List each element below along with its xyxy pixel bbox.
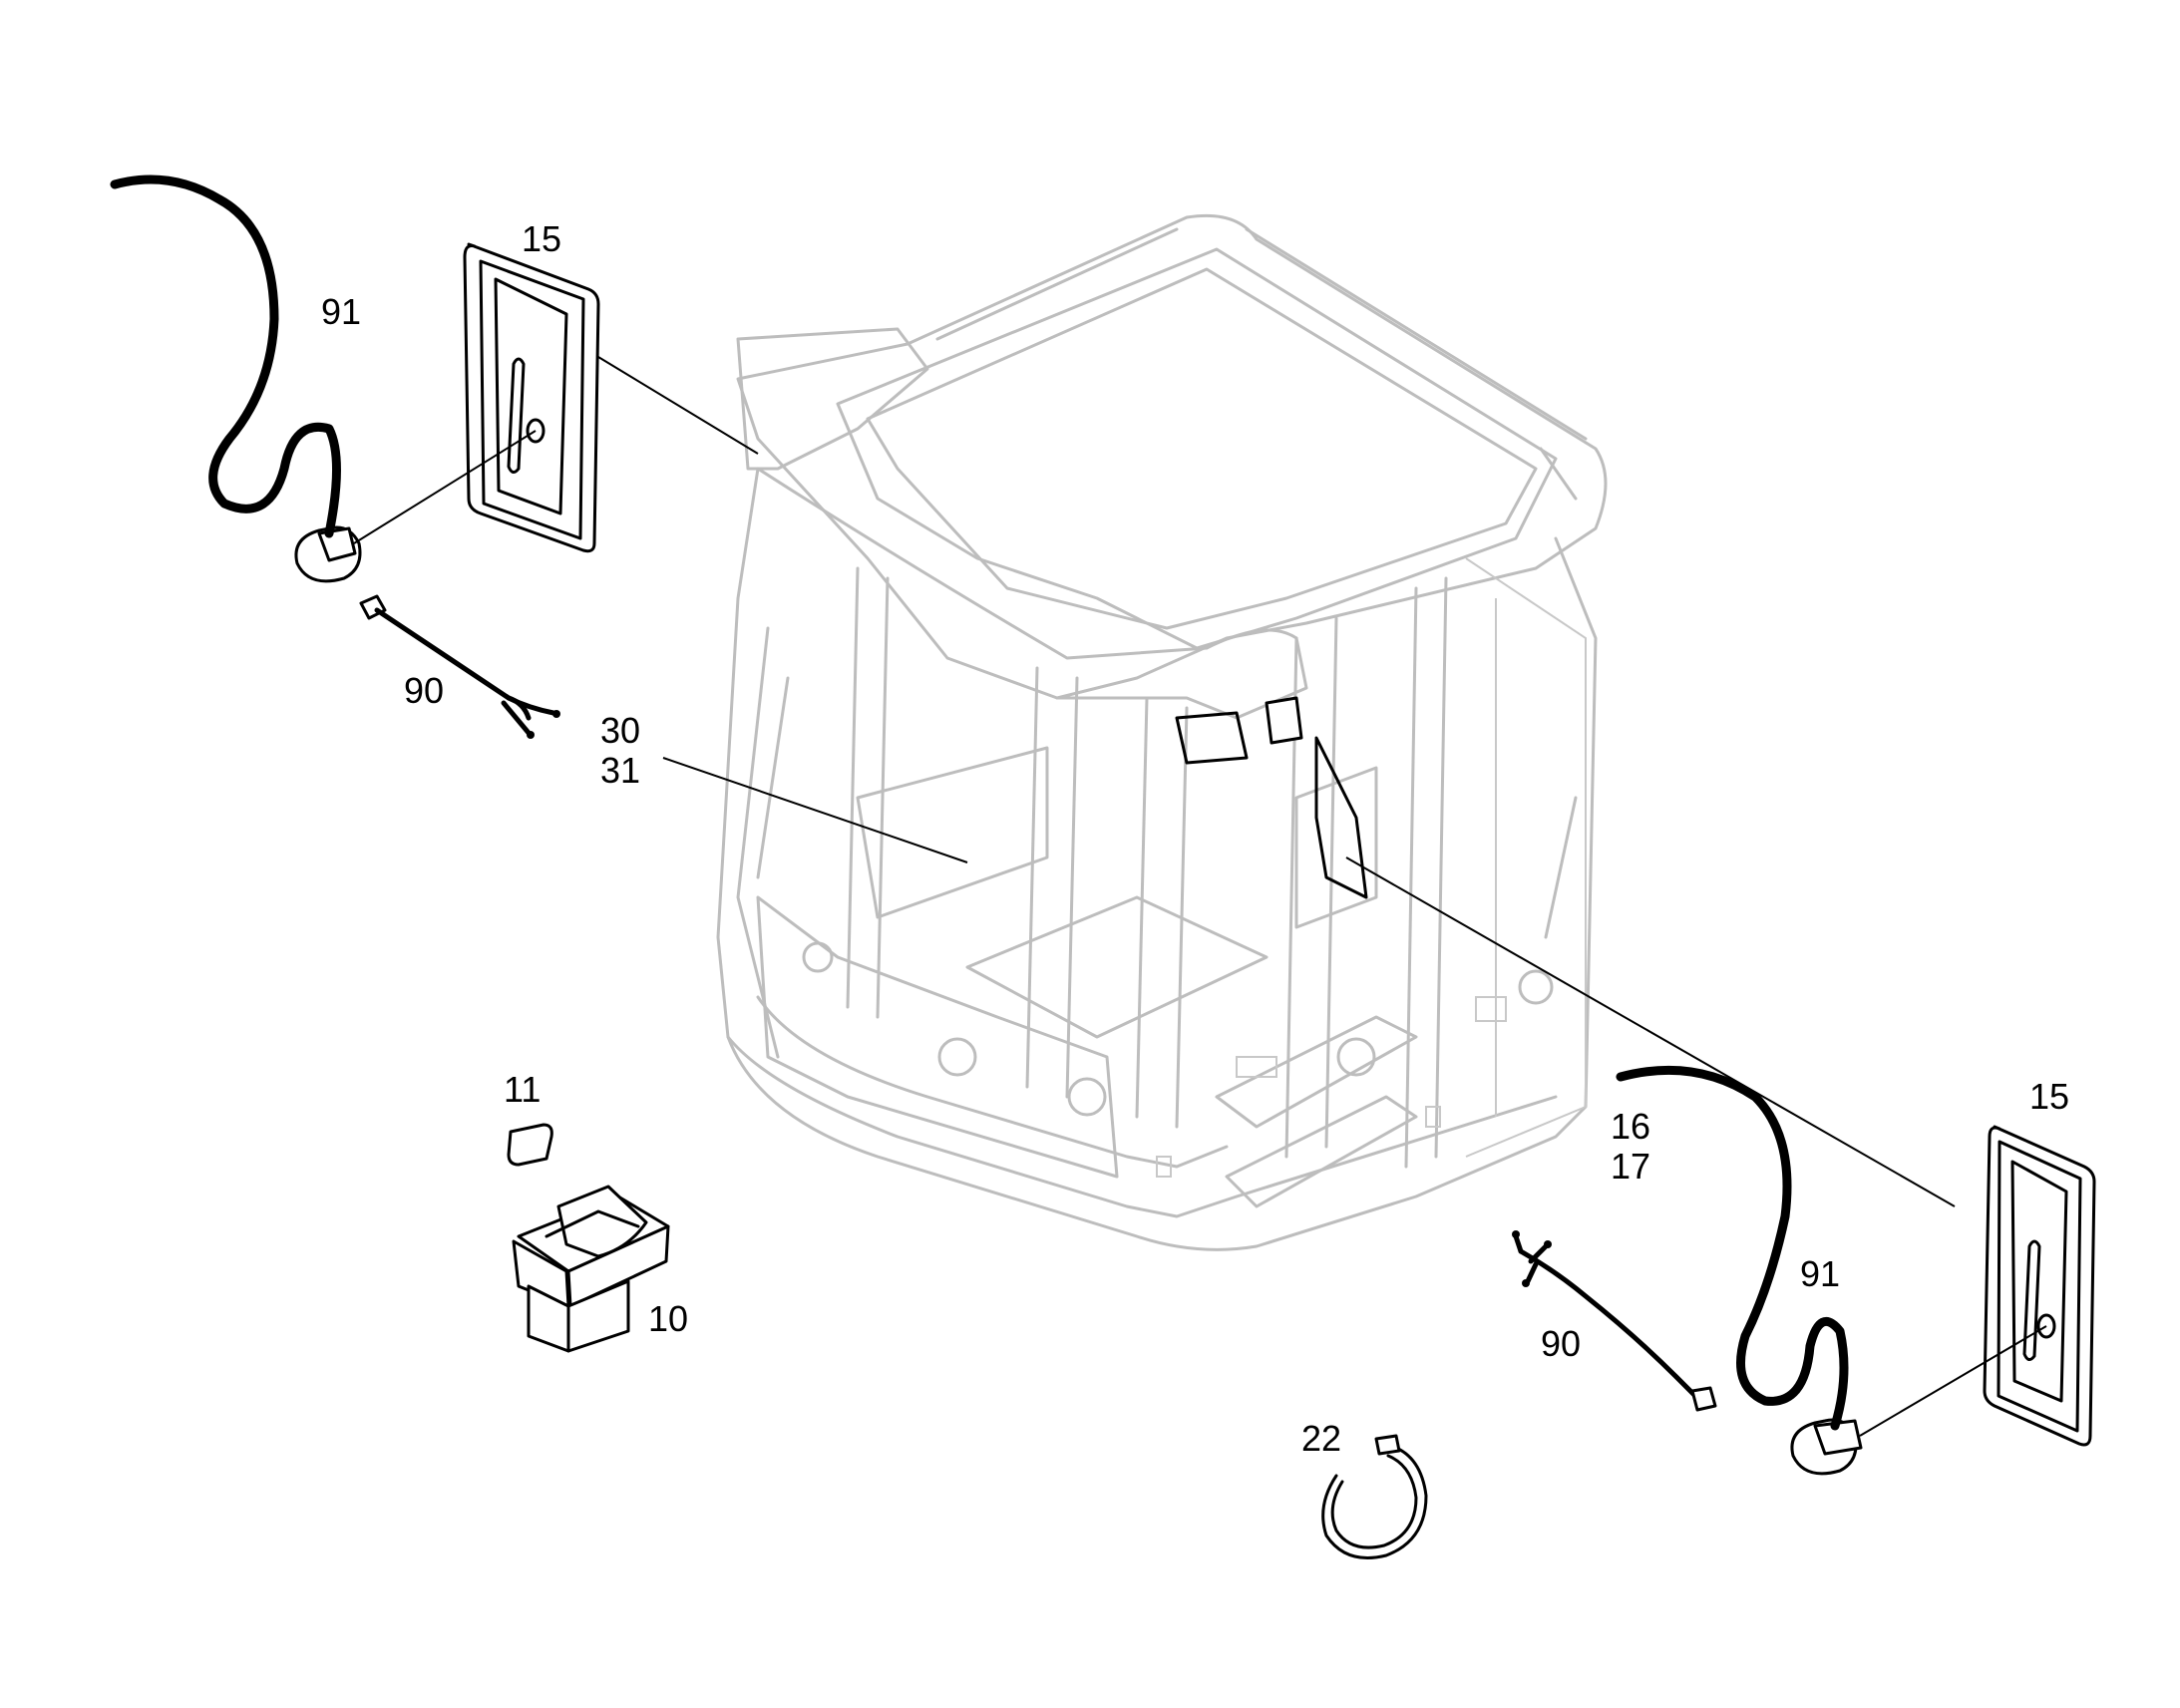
mirror-right-cable <box>1616 1065 1849 1431</box>
callout-labels: 15 91 90 30 31 11 10 22 90 16 17 91 15 <box>321 218 2069 1459</box>
mirror-left-cable <box>110 174 341 538</box>
callout-cable-right: 91 <box>1800 1253 1840 1294</box>
callout-cable-left: 91 <box>321 291 361 332</box>
rocker-switch <box>512 1185 670 1353</box>
mirror-right <box>1983 1125 2096 1447</box>
mirror-right-mount <box>1790 1418 1863 1476</box>
callout-mirror-right: 15 <box>2029 1076 2069 1117</box>
callout-switch-cover: 11 <box>504 1069 541 1110</box>
mirror-left <box>463 242 600 553</box>
harness-left <box>359 594 560 739</box>
callout-harness-left: 90 <box>404 670 444 711</box>
operator-cab <box>716 213 1608 1251</box>
callout-switch: 10 <box>648 1298 688 1339</box>
mirror-left-mount <box>294 525 362 583</box>
callout-16: 16 <box>1611 1106 1650 1147</box>
callout-30: 30 <box>600 710 640 751</box>
hose-clamp <box>1321 1434 1428 1559</box>
callout-harness-right: 90 <box>1541 1323 1581 1364</box>
harness-right <box>1512 1230 1717 1412</box>
callout-mirror-left: 15 <box>522 218 561 259</box>
callout-clamp: 22 <box>1301 1418 1341 1459</box>
switch-cover <box>507 1123 553 1167</box>
leader-lines <box>353 356 2047 1437</box>
callout-17: 17 <box>1611 1146 1650 1187</box>
callout-31: 31 <box>600 750 640 791</box>
cab-connector-block <box>1175 696 1368 899</box>
